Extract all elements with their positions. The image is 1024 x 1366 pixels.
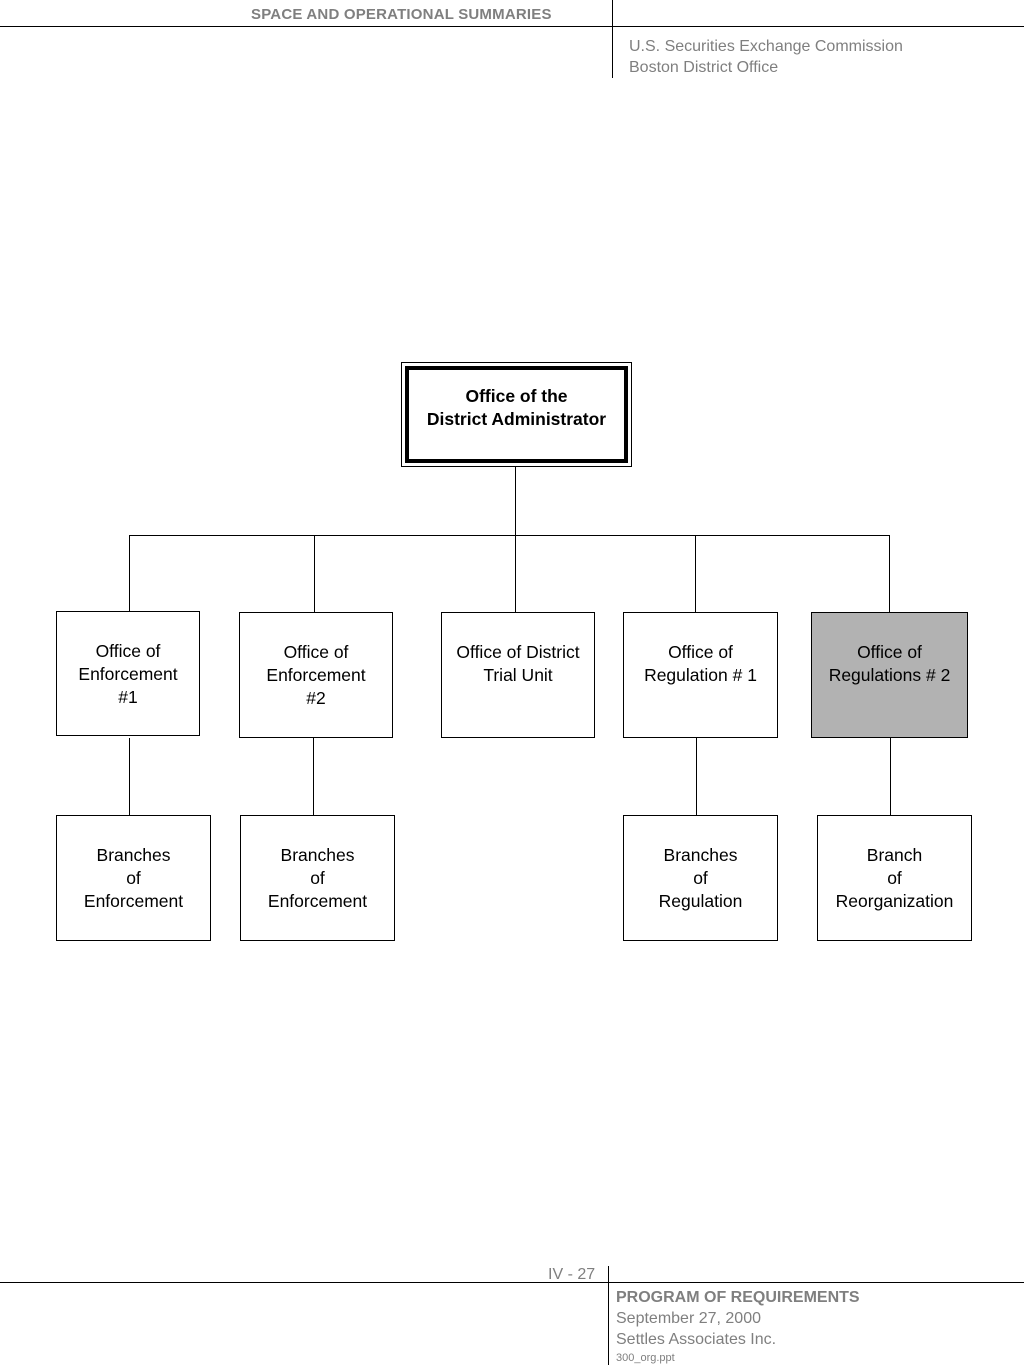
organization-block: U.S. Securities Exchange Commission Bost… [629, 36, 903, 78]
document-date: September 27, 2000 [616, 1310, 761, 1327]
office-regulation-1-node: Office of Regulation # 1 [623, 612, 778, 738]
office-name: Boston District Office [629, 59, 779, 76]
connector-root-down [515, 466, 516, 536]
connector-branch-2 [313, 738, 314, 816]
district-administrator-label: Office of the District Administrator [405, 366, 628, 463]
branches-of-enforcement-2-node: Branches of Enforcement [240, 815, 395, 941]
connector-office-2 [314, 535, 315, 613]
program-title: PROGRAM OF REQUIREMENTS [616, 1289, 860, 1306]
branches-of-regulation-node: Branches of Regulation [623, 815, 778, 941]
connector-branch-1 [129, 738, 130, 816]
header-divider [612, 0, 613, 78]
branches-of-enforcement-1-node: Branches of Enforcement [56, 815, 211, 941]
connector-branch-3 [696, 738, 697, 816]
organization-name: U.S. Securities Exchange Commission [629, 38, 903, 55]
file-name: 300_org.ppt [616, 1352, 675, 1364]
branch-of-reorganization-node: Branch of Reorganization [817, 815, 972, 941]
footer-divider [608, 1266, 609, 1365]
section-title: SPACE AND OPERATIONAL SUMMARIES [251, 6, 552, 23]
district-administrator-node: Office of the District Administrator [401, 362, 632, 467]
office-enforcement-1-node: Office of Enforcement #1 [56, 611, 200, 736]
connector-office-5 [889, 535, 890, 613]
footer-rule [0, 1282, 1024, 1283]
header-rule [0, 26, 1024, 27]
office-enforcement-2-node: Office of Enforcement #2 [239, 612, 393, 738]
office-regulations-2-node: Office of Regulations # 2 [811, 612, 968, 738]
company-name: Settles Associates Inc. [616, 1331, 777, 1348]
footer-info: PROGRAM OF REQUIREMENTS September 27, 20… [616, 1288, 860, 1366]
office-district-trial-unit-node: Office of District Trial Unit [441, 612, 595, 738]
connector-office-3 [515, 535, 516, 613]
connector-office-4 [695, 535, 696, 613]
connector-office-1 [129, 535, 130, 611]
page-number: IV - 27 [548, 1266, 596, 1283]
connector-horizontal-bus [129, 535, 890, 536]
connector-branch-4 [890, 738, 891, 816]
